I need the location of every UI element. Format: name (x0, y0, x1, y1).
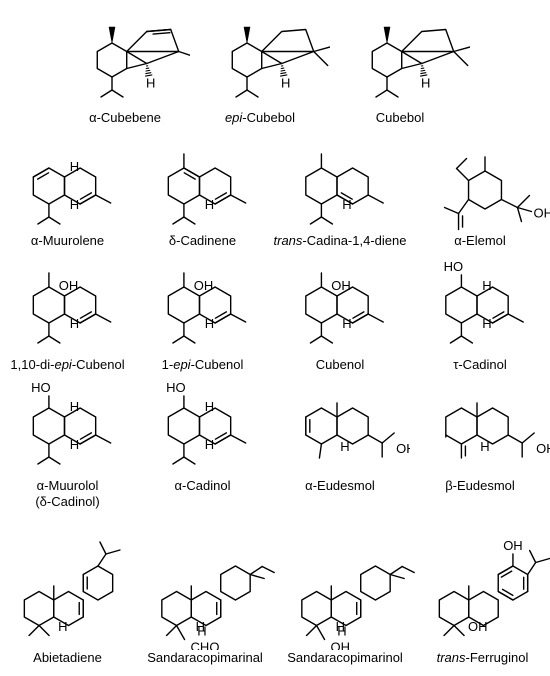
compound-name: trans-Ferruginol (436, 650, 529, 665)
structure-b-eudesmol: H OH (445, 402, 550, 459)
compound-name: β-Eudesmol (445, 478, 515, 493)
structure-1-epi-cubenol: OH H (167, 272, 247, 344)
structure-a-muurolene: HH (32, 159, 112, 225)
compound-name: τ-Cadinol (453, 357, 507, 372)
h-label: OH (468, 619, 488, 634)
h-label: H (70, 197, 79, 212)
h-label: H (342, 197, 351, 212)
structure-di-epi-cubenol: OH H (32, 272, 112, 344)
compound-b-eudesmol: H OH β-Eudesmol (410, 378, 550, 494)
h-label: H (197, 624, 206, 639)
compound-name: α-Muurolol (36, 478, 99, 493)
h-label: H (342, 316, 351, 331)
compound-name: 1-epi-Cubenol (161, 357, 244, 372)
oh-label: OH (533, 206, 550, 221)
structure-cubebol: OHH (371, 26, 470, 98)
structure-cubenol: OH H (305, 272, 384, 344)
compound-abietadiene: H Abietadiene (0, 530, 135, 666)
ho-label: HO (166, 380, 186, 395)
compound-name: epi-Cubebol (224, 110, 296, 125)
h-label: H (480, 439, 489, 454)
compound-name: 1,10-di-epi-Cubenol (10, 357, 125, 372)
compound-name: Abietadiene (33, 650, 102, 665)
h-label: H (70, 437, 79, 452)
structure-d-cadinene: H (167, 153, 247, 225)
compound-alt-name: (δ-Cadinol) (35, 494, 100, 509)
compound-name: Cubebol (375, 110, 425, 125)
structure-a-cubebene: H (96, 26, 190, 98)
h-label: H (146, 76, 155, 91)
structure-a-cadinol: HO H H (166, 380, 247, 465)
h-label: H (340, 439, 349, 454)
compound-name: α-Muurolene (30, 233, 105, 248)
compound-a-elemol: OH α-Elemol (410, 138, 550, 249)
h-label: H (337, 624, 346, 639)
compound-name: trans-Cadina-1,4-diene (273, 233, 407, 248)
structure-trans-cadina: H (305, 153, 384, 225)
compound-di-epi-cubenol: OH H 1,10-di-epi-Cubenol (0, 257, 135, 373)
oh-label: OH (536, 441, 550, 456)
h-label: H (421, 76, 430, 91)
oh-label: OH (396, 441, 410, 456)
h-label: H (205, 437, 214, 452)
structure-a-elemol: OH (443, 156, 550, 231)
compound-1-epi-cubenol: OH H 1-epi-Cubenol (135, 257, 270, 373)
oh-label: OH (331, 278, 351, 293)
compound-cubenol: OH H Cubenol (270, 257, 410, 373)
h-label: H (482, 316, 491, 331)
structure-trans-ferruginol: OH OH (438, 538, 550, 637)
h-label: H (70, 316, 79, 331)
h-label: H (281, 76, 290, 91)
compound-name: α-Eudesmol (305, 478, 375, 493)
compound-name: α-Elemol (454, 233, 506, 248)
compound-name: δ-Cadinene (168, 233, 237, 248)
oh-label: OH (503, 538, 522, 553)
compound-trans-ferruginol: OH OH trans-Ferruginol (415, 530, 550, 666)
h-label: H (196, 619, 205, 634)
oh-label: OH (194, 278, 214, 293)
h-label: H (205, 399, 214, 414)
h-label: H (205, 316, 214, 331)
cho-label: CHO (191, 640, 220, 651)
structure-epi-cubebol: OHH (231, 26, 330, 98)
structure-a-eudesmol: H OH (305, 402, 410, 459)
compound-name: Sandaracopimarinol (287, 650, 403, 665)
h-label: H (482, 278, 491, 293)
oh-label: OH (331, 640, 351, 651)
h-label: H (58, 619, 67, 634)
h-label: H (70, 159, 79, 174)
compound-name: Cubenol (315, 357, 365, 372)
h-label: H (70, 399, 79, 414)
structure-abietadiene: H (23, 541, 121, 637)
ho-label: HO (444, 259, 464, 274)
oh-label: OH (59, 278, 79, 293)
compound-name: α-Cadinol (174, 478, 231, 493)
compound-a-eudesmol: H OH α-Eudesmol (270, 378, 410, 494)
ho-label: HO (31, 380, 51, 395)
compound-name: Sandaracopimarinal (147, 650, 263, 665)
compound-cubebol: OHH Cubebol (330, 2, 470, 126)
h-label: H (205, 197, 214, 212)
structure-a-muurolol: HO H H (31, 380, 112, 465)
h-label: H (336, 619, 345, 634)
compound-epi-cubebol: OHH epi-Cubebol (190, 2, 330, 126)
compound-name: α-Cubebene (89, 110, 161, 125)
structure-t-cadinol: HO H H (444, 259, 524, 344)
